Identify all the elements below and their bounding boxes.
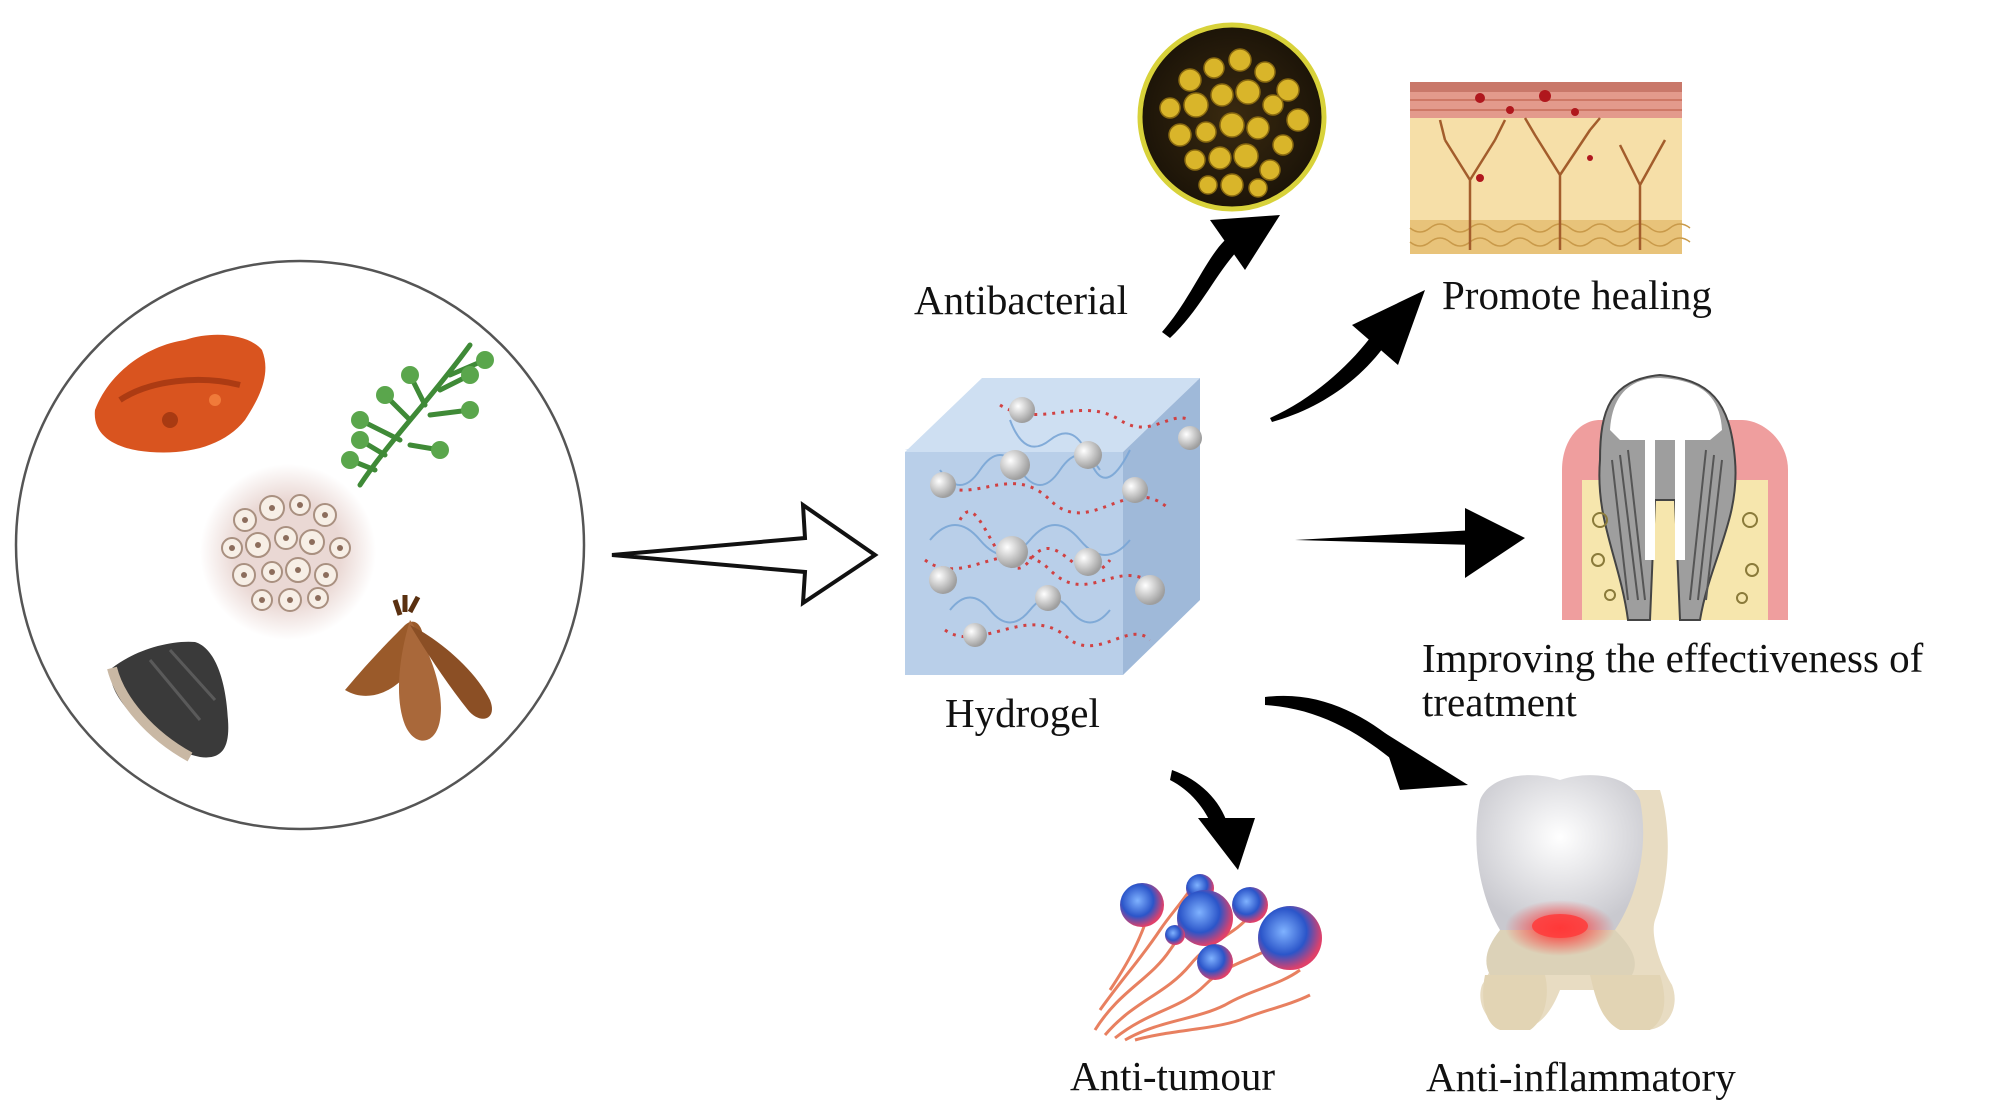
- herb-source-circle: [14, 259, 586, 831]
- dark-dried-herb-icon: [107, 641, 229, 762]
- red-mineral-icon: [94, 334, 266, 453]
- hollow-arrow: [611, 501, 879, 607]
- arrow-improving: [1295, 508, 1525, 578]
- arrow-anti-inflammatory: [1265, 695, 1468, 790]
- label-improving-effectiveness: Improving the effectiveness of treatment: [1422, 635, 1924, 726]
- label-anti-tumour: Anti-tumour: [1070, 1053, 1275, 1099]
- knee-joint-image: [1476, 775, 1675, 1030]
- green-herb-leaf-icon: [341, 342, 494, 488]
- tumour-cells-image: [1093, 874, 1322, 1042]
- brown-root-tuber-icon: [345, 595, 492, 741]
- sliced-root-pieces-icon: [200, 464, 376, 640]
- label-promote-healing: Promote healing: [1442, 272, 1712, 318]
- label-hydrogel: Hydrogel: [945, 690, 1100, 736]
- bacteria-image: [1137, 22, 1327, 212]
- arrow-anti-tumour: [1170, 770, 1255, 870]
- hydrogel-cube: [905, 378, 1202, 675]
- label-antibacterial: Antibacterial: [914, 277, 1129, 323]
- tooth-image: [1562, 373, 1788, 621]
- arrow-promote-healing: [1270, 290, 1425, 422]
- label-anti-inflammatory: Anti-inflammatory: [1426, 1054, 1736, 1100]
- arrow-antibacterial: [1162, 215, 1280, 338]
- black-arrows: [1162, 215, 1525, 870]
- skin-healing-image: [1409, 82, 1691, 254]
